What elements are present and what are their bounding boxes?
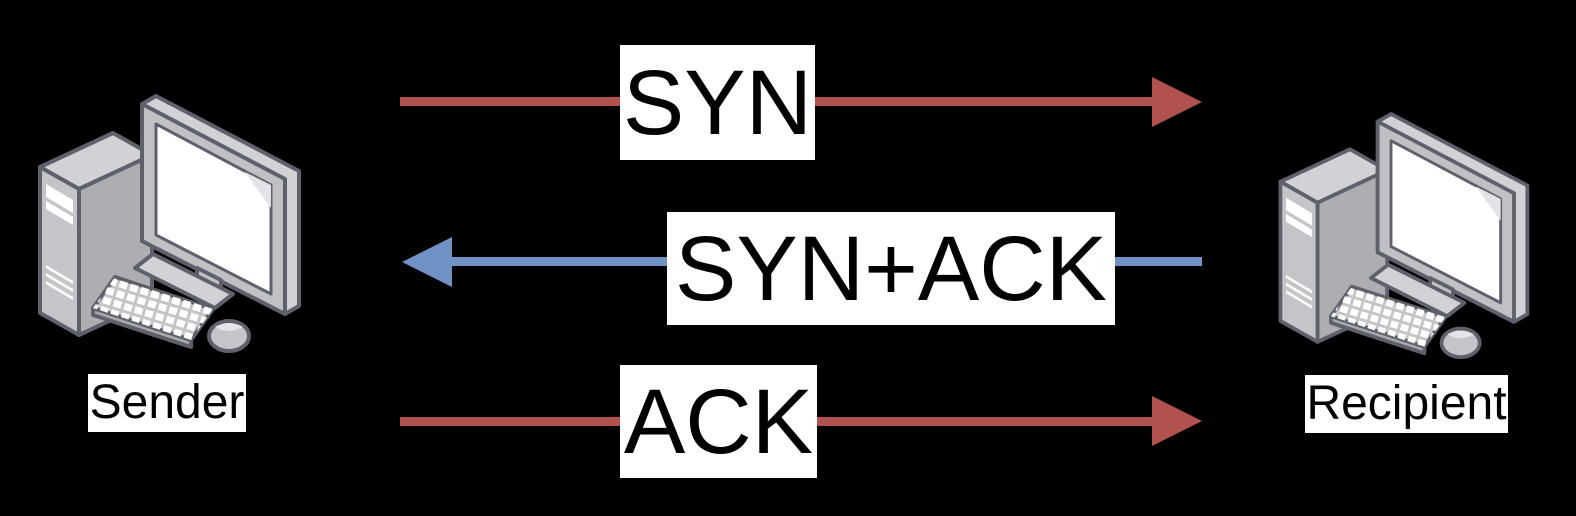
syn-ack-message-label: SYN+ACK xyxy=(667,212,1115,325)
recipient-label: Recipient xyxy=(1305,375,1508,433)
sender-label: Sender xyxy=(88,374,246,432)
ack-message-label: ACK xyxy=(620,365,817,478)
syn-message-label: SYN xyxy=(620,45,815,160)
ack-arrowhead-icon xyxy=(1152,396,1202,446)
recipient-computer-icon xyxy=(1278,112,1530,360)
syn-arrowhead-icon xyxy=(1152,77,1202,127)
syn-ack-arrowhead-icon xyxy=(402,237,452,287)
sender-computer-icon xyxy=(38,94,301,353)
